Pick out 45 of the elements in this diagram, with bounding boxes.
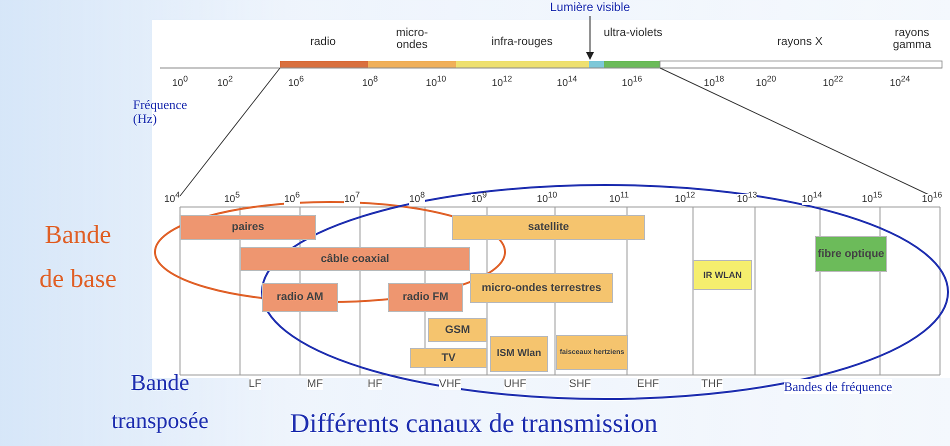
band-title: Bande transposée — [110, 369, 210, 435]
tick-label: 10$^{24}$ — [890, 78, 910, 90]
band-label: LF — [248, 378, 262, 390]
tick-label: 10$^{7}$ — [344, 194, 360, 206]
tick-label: 10$^{18}$ — [704, 78, 724, 90]
band-label: HF — [368, 378, 382, 390]
tick-label: 10$^{14}$ — [802, 194, 822, 206]
band-label: THF — [701, 378, 723, 390]
tick-label: 10$^{22}$ — [822, 78, 844, 90]
tick-label: 10$^{9}$ — [471, 194, 487, 206]
band-name: infra-rouges — [491, 36, 553, 48]
band-name: radio — [310, 36, 336, 48]
tick-label: 10$^{15}$ — [862, 194, 882, 206]
band-label: MF — [307, 378, 323, 390]
tick-label: 10$^{2}$ — [217, 78, 233, 90]
band-label: EHF — [637, 378, 659, 390]
tick-label: 10$^{16}$ — [622, 78, 642, 90]
band-name: micro-ondes — [396, 27, 428, 52]
tick-label: 10$^{12}$ — [492, 78, 512, 90]
tick-label: 10$^{10}$ — [426, 78, 446, 90]
band-label: UHF — [504, 378, 526, 390]
band-name: ultra-violets — [604, 27, 662, 39]
tick-label: 10$^{5}$ — [224, 194, 240, 206]
tick-label: 10$^{4}$ — [164, 194, 180, 206]
tick-label: 10$^{8}$ — [409, 194, 425, 206]
axis-title: Bandes de fréquence — [784, 379, 892, 394]
tick-label: 10$^{11}$ — [609, 194, 629, 206]
band-label: VHF — [439, 378, 461, 390]
tick-label: 10$^{14}$ — [556, 78, 578, 90]
tick-label: 10$^{10}$ — [536, 194, 558, 206]
tick-label: 10$^{8}$ — [362, 78, 378, 90]
axis-title: Fréquence (Hz) — [133, 97, 188, 126]
band-name: rayons X — [777, 36, 823, 48]
tick-label: 10$^{6}$ — [284, 194, 300, 206]
tick-label: 10$^{20}$ — [756, 78, 776, 90]
band-title: Bande de base — [38, 219, 118, 295]
band-name: rayons gamma — [892, 27, 932, 52]
visible-light-label: Lumière visible — [550, 0, 630, 14]
caption: Différents canaux de transmission — [290, 408, 658, 439]
tick-label: 10$^{12}$ — [674, 194, 696, 206]
tick-label: 10$^{16}$ — [922, 194, 942, 206]
tick-label: 10$^{13}$ — [736, 194, 758, 206]
tick-label: 10$^{0}$ — [172, 78, 188, 90]
band-label: SHF — [569, 378, 591, 390]
tick-label: 10$^{6}$ — [288, 78, 304, 90]
